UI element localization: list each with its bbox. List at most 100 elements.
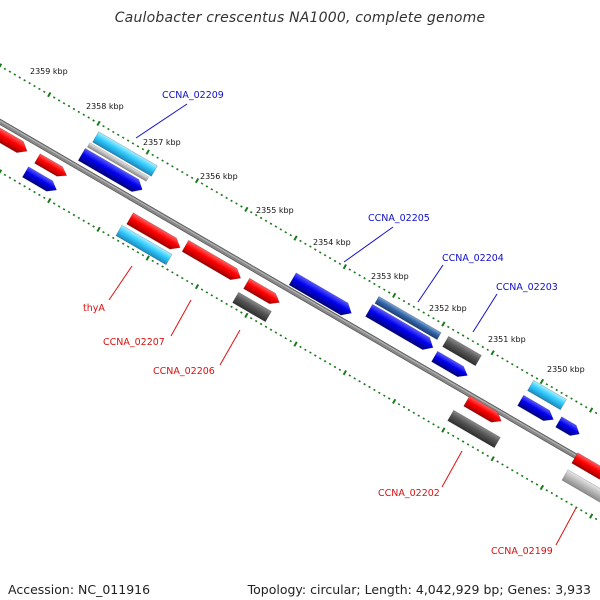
ruler-minor-tick bbox=[575, 400, 578, 403]
gene-cyan-thyA bbox=[115, 224, 173, 266]
ruler-minor-tick bbox=[171, 165, 174, 168]
ruler-minor-tick bbox=[112, 236, 115, 240]
ruler-minor-tick bbox=[116, 133, 120, 136]
ruler-major-tick bbox=[539, 484, 545, 491]
ruler-minor-tick bbox=[511, 469, 514, 472]
ruler-minor-tick bbox=[471, 446, 475, 449]
gene-blue-02204 bbox=[365, 303, 434, 350]
ruler-minor-tick bbox=[402, 405, 406, 409]
ruler-major-tick bbox=[244, 206, 249, 213]
ruler-major-tick bbox=[0, 63, 3, 68]
ruler-minor-tick bbox=[225, 196, 228, 200]
ruler-major-tick bbox=[441, 427, 446, 433]
ruler-minor-tick bbox=[555, 388, 558, 392]
ruler-minor-tick bbox=[358, 380, 361, 383]
gene-blue-4 bbox=[555, 416, 580, 436]
ruler-minor-tick bbox=[3, 173, 7, 177]
gene-cyan-2 bbox=[527, 379, 567, 411]
gene-shape bbox=[86, 142, 150, 182]
ruler-minor-tick bbox=[328, 256, 332, 260]
ruler-minor-tick bbox=[318, 357, 322, 360]
ruler-major-tick bbox=[194, 177, 200, 184]
gene-shape bbox=[115, 224, 173, 266]
ruler-minor-tick bbox=[550, 491, 554, 495]
ruler-label: 2352 kbp bbox=[429, 304, 467, 313]
ruler-minor-tick bbox=[422, 311, 425, 314]
ruler-label: 2359 kbp bbox=[30, 67, 68, 76]
gene-blue-02205 bbox=[288, 272, 352, 316]
ruler-major-tick bbox=[47, 91, 52, 98]
ruler-minor-tick bbox=[13, 73, 17, 76]
ruler-minor-tick bbox=[422, 417, 425, 420]
ruler-minor-tick bbox=[451, 434, 455, 437]
ruler-minor-tick bbox=[264, 219, 268, 222]
ruler-minor-tick bbox=[594, 517, 598, 521]
ruler-minor-tick bbox=[397, 297, 401, 300]
ruler-minor-tick bbox=[338, 262, 342, 265]
ruler-minor-tick bbox=[131, 142, 135, 145]
ruler-minor-tick bbox=[230, 199, 233, 202]
ruler-minor-tick bbox=[38, 87, 41, 91]
ruler-minor-tick bbox=[121, 136, 125, 139]
ruler-minor-tick bbox=[210, 188, 214, 191]
ruler-minor-tick bbox=[166, 268, 169, 271]
ruler-minor-tick bbox=[181, 170, 184, 174]
ruler-label: 2358 kbp bbox=[86, 102, 124, 111]
ruler-minor-tick bbox=[289, 340, 292, 343]
ruler-minor-tick bbox=[368, 279, 371, 283]
ruler-minor-tick bbox=[161, 159, 164, 162]
ruler-minor-tick bbox=[151, 153, 154, 157]
label-ccna-02207-leader bbox=[170, 299, 192, 337]
ruler-minor-tick bbox=[481, 345, 485, 349]
ruler-minor-tick bbox=[363, 382, 366, 386]
ruler-major-tick bbox=[0, 169, 3, 174]
ruler-major-tick bbox=[293, 341, 298, 347]
label-ccna-02204-leader bbox=[417, 264, 444, 303]
ruler-minor-tick bbox=[67, 210, 71, 214]
ruler-minor-tick bbox=[407, 302, 411, 306]
ruler-minor-tick bbox=[584, 512, 588, 515]
ruler-major-tick bbox=[342, 370, 347, 376]
gene-blue-02209 bbox=[77, 147, 143, 192]
ruler-minor-tick bbox=[3, 67, 7, 71]
ruler-minor-tick bbox=[131, 248, 135, 251]
ruler-major-tick bbox=[589, 513, 594, 519]
gene-darkgray-02203 bbox=[442, 335, 482, 367]
ruler-minor-tick bbox=[43, 196, 46, 199]
ruler-minor-tick bbox=[190, 176, 194, 179]
ruler-minor-tick bbox=[378, 285, 381, 288]
ruler-minor-tick bbox=[496, 354, 499, 357]
ruler-minor-tick bbox=[417, 414, 420, 417]
gene-steelblue-02204 bbox=[374, 296, 442, 340]
ruler-label: 2357 kbp bbox=[143, 138, 181, 147]
ruler-label: 2353 kbp bbox=[371, 272, 409, 281]
ruler-major-tick bbox=[145, 255, 150, 261]
gene-shape bbox=[232, 291, 272, 323]
ruler-minor-tick bbox=[545, 489, 549, 492]
ruler-minor-tick bbox=[545, 383, 549, 386]
ruler-minor-tick bbox=[284, 337, 287, 340]
map-title: Caulobacter crescentus NA1000, complete … bbox=[114, 10, 486, 26]
ruler-minor-tick bbox=[254, 213, 258, 217]
gene-shape bbox=[431, 350, 468, 378]
ruler-minor-tick bbox=[299, 239, 302, 243]
ruler-minor-tick bbox=[72, 107, 76, 111]
label-ccna-02209-leader bbox=[135, 103, 188, 139]
gene-shape bbox=[517, 394, 554, 422]
ruler-label: 2355 kbp bbox=[256, 206, 294, 215]
gene-shape bbox=[181, 239, 242, 281]
ruler-major-tick bbox=[293, 235, 298, 241]
label-ccna-02205-leader bbox=[343, 226, 394, 263]
label-ccna-02202: CCNA_02202 bbox=[378, 488, 440, 499]
gene-shape bbox=[288, 272, 352, 316]
gene-shape bbox=[374, 296, 442, 340]
ruler-minor-tick bbox=[476, 342, 480, 346]
ruler-minor-tick bbox=[387, 397, 391, 400]
ruler-minor-tick bbox=[72, 213, 76, 217]
ruler-minor-tick bbox=[333, 365, 337, 369]
ruler-major-tick bbox=[145, 149, 150, 155]
ruler-minor-tick bbox=[432, 423, 435, 426]
ruler-minor-tick bbox=[530, 374, 534, 377]
ruler-minor-tick bbox=[141, 253, 145, 257]
ruler-minor-tick bbox=[353, 271, 356, 274]
